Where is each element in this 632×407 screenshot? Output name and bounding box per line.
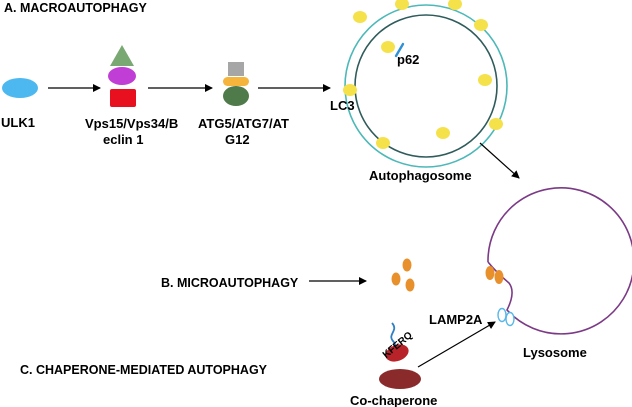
lc3-dot: [381, 41, 395, 53]
lamp2a-label: LAMP2A: [429, 312, 483, 327]
lc3-label: LC3: [330, 98, 355, 113]
lamp2a-receptor: [497, 307, 507, 323]
vps-label-line2: eclin 1: [103, 132, 143, 147]
atg-label-line1: ATG5/ATG7/AT: [198, 116, 289, 131]
ulk1-label: ULK1: [1, 115, 35, 130]
atg-gray-square: [228, 62, 244, 76]
lc3-dot: [489, 118, 503, 130]
atg-label-line2: G12: [225, 132, 250, 147]
autophagosome-label: Autophagosome: [369, 168, 472, 183]
lysosome-label: Lysosome: [523, 345, 587, 360]
vps-triangle-shape: [110, 45, 134, 66]
lc3-dot: [395, 0, 409, 10]
protein-dot: [485, 266, 495, 280]
lc3-dot: [448, 0, 462, 10]
kferq-substrate: [385, 344, 409, 362]
lc3-dot: [376, 137, 390, 149]
p62-marker: [394, 42, 405, 58]
cochaperone-label: Co-chaperone: [350, 393, 437, 407]
arrow-autophagosome-to-lysosome: [479, 142, 520, 179]
section-heading-cma: C. CHAPERONE-MEDIATED AUTOPHAGY: [20, 363, 268, 377]
p62-label: p62: [397, 52, 419, 67]
arrow-cma-to-lamp2a: [417, 321, 496, 368]
lc3-dot: [478, 74, 492, 86]
section-heading-macroautophagy: A. MACROAUTOPHAGY: [4, 1, 147, 15]
vps-red-square: [110, 89, 136, 107]
lc3-dot: [343, 84, 357, 96]
lysosome-membrane: [487, 187, 632, 335]
lc3-dot: [474, 19, 488, 31]
lc3-dot: [436, 127, 450, 139]
lamp2a-receptor: [505, 311, 515, 327]
lc3-dot: [353, 11, 367, 23]
vps-purple-ellipse: [108, 67, 136, 85]
atg-green-ellipse: [223, 86, 249, 106]
section-heading-microautophagy: B. MICROAUTOPHAGY: [161, 276, 299, 290]
protein-dot: [391, 272, 401, 286]
protein-dot: [494, 270, 504, 284]
autophagosome-inner-membrane: [354, 14, 498, 158]
protein-dot: [402, 258, 412, 272]
protein-dot: [405, 278, 415, 292]
ulk1-ellipse: [2, 78, 38, 98]
vps-label-line1: Vps15/Vps34/B: [85, 116, 178, 131]
cochaperone-ellipse: [379, 369, 421, 389]
atg-orange-bar: [223, 77, 249, 86]
